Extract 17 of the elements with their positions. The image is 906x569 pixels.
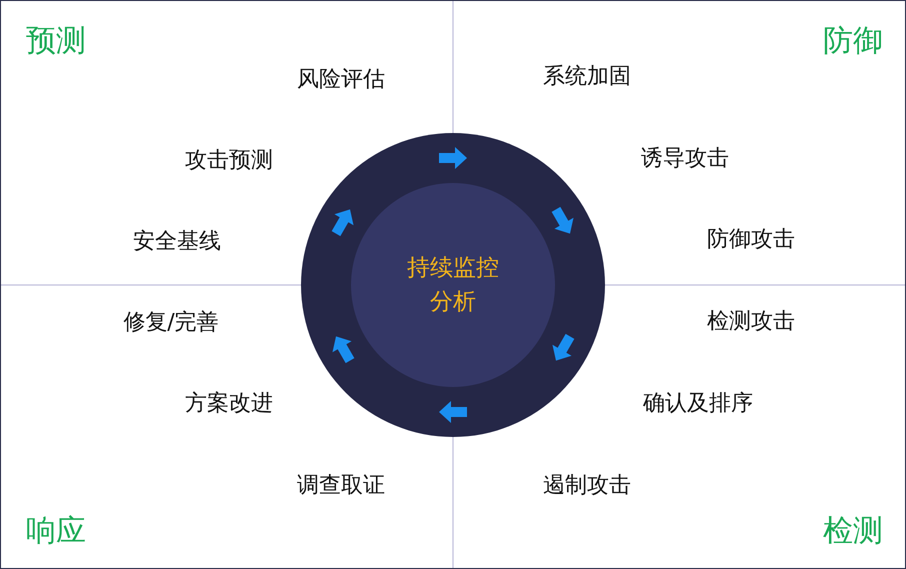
item-label: 遏制攻击 xyxy=(543,472,631,500)
item-label: 修复/完善 xyxy=(123,309,219,337)
item-label: 方案改进 xyxy=(185,390,273,418)
item-label: 调查取证 xyxy=(297,472,385,500)
item-label: 风险评估 xyxy=(297,66,385,94)
item-label: 检测攻击 xyxy=(707,308,795,336)
item-label: 安全基线 xyxy=(133,228,221,256)
item-label: 防御攻击 xyxy=(707,226,795,254)
item-label: 系统加固 xyxy=(543,63,631,91)
item-label: 确认及排序 xyxy=(643,390,753,418)
item-label: 攻击预测 xyxy=(185,147,273,175)
center-label: 持续监控分析 xyxy=(406,254,500,317)
quadrant-title: 响应 xyxy=(26,512,86,550)
item-label: 诱导攻击 xyxy=(641,145,729,173)
quadrant-title: 防御 xyxy=(823,22,883,60)
quadrant-title: 预测 xyxy=(26,22,86,60)
quadrant-title: 检测 xyxy=(823,512,883,550)
